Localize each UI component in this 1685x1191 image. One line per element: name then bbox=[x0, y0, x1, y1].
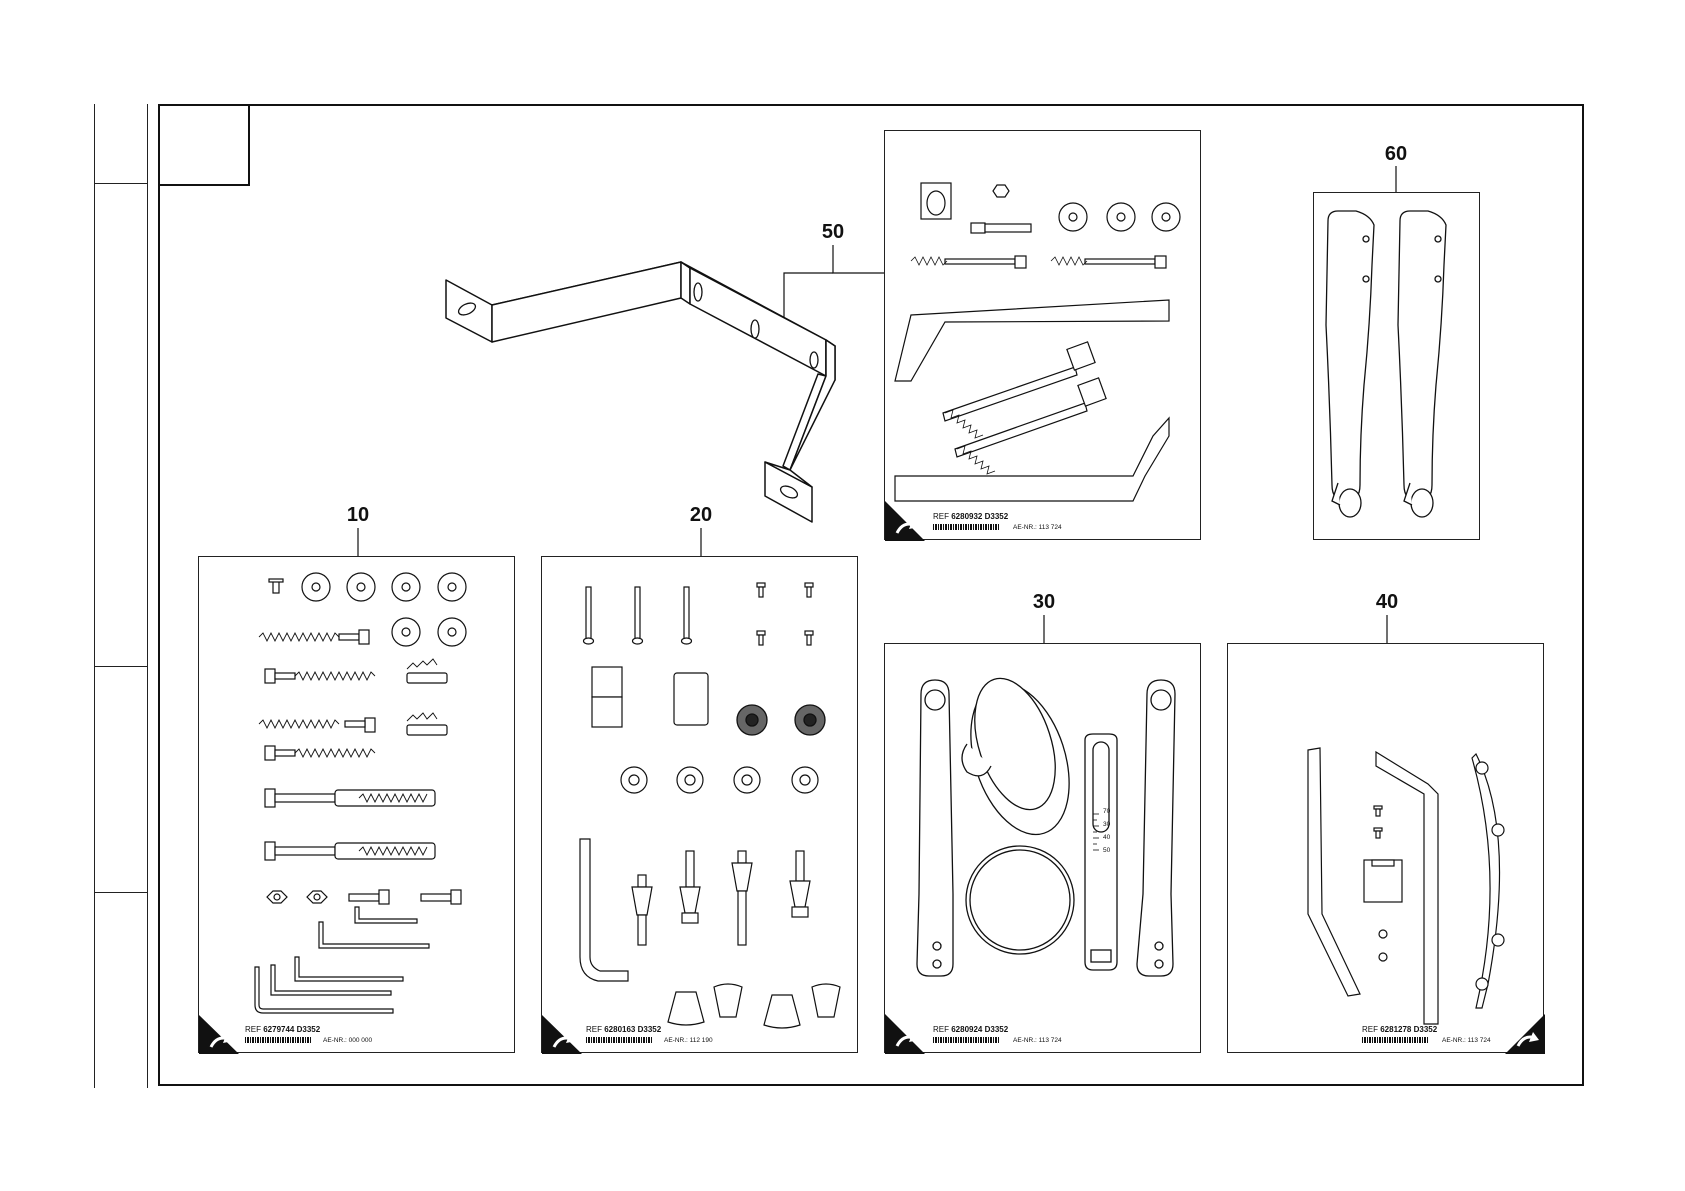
parts-panel-30: 70 30 40 50 REF 6280924 D3352 AE-NR.: 11… bbox=[884, 643, 1201, 1053]
panel-30-barcode bbox=[933, 1037, 999, 1043]
panel-40-parts bbox=[1228, 644, 1545, 1054]
parts-panel-50: REF 6280932 D3352 AE-NR.: 113 724 bbox=[884, 130, 1201, 540]
panel-30-ae-number: AE-NR.: 113 724 bbox=[1013, 1037, 1062, 1044]
parts-panel-60 bbox=[1313, 192, 1480, 540]
panel-40-ae-number: AE-NR.: 113 724 bbox=[1442, 1037, 1491, 1044]
panel-10-ref: REF 6279744 D3352 bbox=[245, 1025, 320, 1034]
panel-20-ae-number: AE-NR.: 112 190 bbox=[664, 1037, 713, 1044]
parts-panel-20: REF 6280163 D3352 AE-NR.: 112 190 bbox=[541, 556, 858, 1053]
panel-60-parts bbox=[1314, 193, 1481, 541]
panel-50-ref: REF 6280932 D3352 bbox=[933, 512, 1008, 521]
gauge-tick-30: 30 bbox=[1103, 821, 1110, 828]
panel-10-parts bbox=[199, 557, 516, 1054]
panel-20-ref: REF 6280163 D3352 bbox=[586, 1025, 661, 1034]
panel-50-parts bbox=[885, 131, 1202, 541]
parts-panel-10: REF 6279744 D3352 AE-NR.: 000 000 bbox=[198, 556, 515, 1053]
panel-30-parts bbox=[885, 644, 1202, 1054]
panel-20-barcode bbox=[586, 1037, 652, 1043]
panel-50-barcode bbox=[933, 524, 999, 530]
gauge-tick-70: 70 bbox=[1103, 808, 1110, 815]
gauge-tick-40: 40 bbox=[1103, 834, 1110, 841]
gauge-tick-50: 50 bbox=[1103, 847, 1110, 854]
panel-40-ref: REF 6281278 D3352 bbox=[1362, 1025, 1437, 1034]
panel-10-barcode bbox=[245, 1037, 311, 1043]
panel-50-ae-number: AE-NR.: 113 724 bbox=[1013, 524, 1062, 531]
panel-10-ae-number: AE-NR.: 000 000 bbox=[323, 1037, 372, 1044]
parts-panel-40: REF 6281278 D3352 AE-NR.: 113 724 bbox=[1227, 643, 1544, 1053]
panel-20-parts bbox=[542, 557, 859, 1054]
panel-30-ref: REF 6280924 D3352 bbox=[933, 1025, 1008, 1034]
panel-40-barcode bbox=[1362, 1037, 1428, 1043]
